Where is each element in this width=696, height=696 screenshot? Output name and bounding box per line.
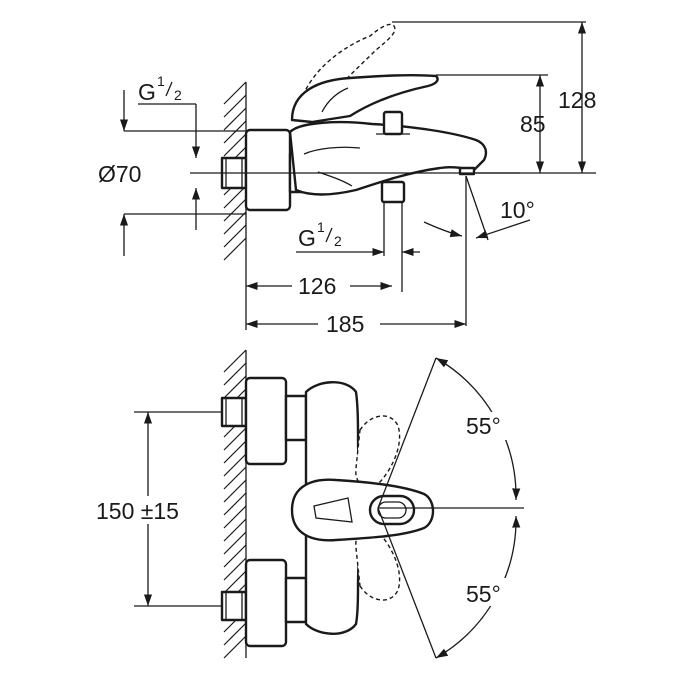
thread-bottom-sup: 1 <box>317 219 325 235</box>
wall-hatch-line <box>223 635 247 659</box>
wall-hatch-line <box>223 198 247 222</box>
wall-hatch-line <box>223 518 247 542</box>
eccentric-cover-top <box>244 376 288 466</box>
thread-bottom-sub: 2 <box>334 233 342 249</box>
wall-hatch-line <box>223 557 247 581</box>
wall-hatch-line <box>223 492 247 516</box>
mixer-body-side <box>288 120 488 196</box>
thread-bottom-label: G <box>298 225 316 251</box>
diameter-label: Ø70 <box>98 161 141 187</box>
depth-outlet-label: 126 <box>298 273 336 299</box>
lever-side <box>290 73 439 124</box>
shower-outlet-side <box>380 180 406 204</box>
wall-hatch-line <box>223 362 247 386</box>
wall-hatch-line <box>223 224 247 248</box>
height-outlet-label: 85 <box>520 111 546 137</box>
lever-ghost-bottom <box>355 528 401 601</box>
angle-top-label: 55° <box>466 413 501 439</box>
lever-button <box>368 494 416 526</box>
wall-hatch-line <box>223 94 247 118</box>
wall-hatch-line <box>223 466 247 490</box>
eccentric-neck-bottom <box>284 576 308 624</box>
wall-hatch-line <box>223 81 247 105</box>
wall-hatch-line <box>223 531 247 555</box>
diverter-knob-side <box>382 110 404 136</box>
wall-side <box>223 81 247 268</box>
wall-hatch-line <box>223 120 247 144</box>
depth-overall-label: 185 <box>326 311 364 337</box>
lever-ghost-top <box>355 415 401 488</box>
wall-hatch-line <box>223 107 247 131</box>
thread-top-sup: 1 <box>157 73 165 89</box>
wall-hatch-line <box>223 185 247 209</box>
side-view: G 1 2 Ø70 128 85 10° G 1 2 <box>98 21 596 337</box>
wall-hatch-line <box>223 349 247 373</box>
lever-logo-recess <box>313 497 353 523</box>
front-view: 150 ±15 55° 55° <box>92 349 524 659</box>
eccentric-neck-top <box>284 394 308 442</box>
angle-bottom-label: 55° <box>466 581 501 607</box>
wall-hatch-line <box>223 237 247 261</box>
wall-hatch-line <box>223 544 247 568</box>
wall-hatch-line <box>223 570 247 594</box>
spout-aerator-side <box>458 166 476 176</box>
wall-hatch-line <box>223 622 247 646</box>
centres-label: 150 ±15 <box>96 498 179 524</box>
thread-top-label: G <box>138 79 156 105</box>
wall-hatch-line <box>223 479 247 503</box>
wall-hatch-line <box>223 505 247 529</box>
wall-hatch-line <box>223 427 247 451</box>
wall-hatch-line <box>223 440 247 464</box>
wall-hatch-line <box>223 133 247 157</box>
height-overall-label: 128 <box>558 87 596 113</box>
eccentric-cover-bottom <box>244 558 288 648</box>
wall-hatch-line <box>223 211 247 235</box>
spout-angle-label: 10° <box>500 197 535 223</box>
wall-hatch-line <box>223 375 247 399</box>
wall-hatch-line <box>223 453 247 477</box>
thread-top-sub: 2 <box>174 87 182 103</box>
eccentric-cover-side <box>244 128 292 212</box>
